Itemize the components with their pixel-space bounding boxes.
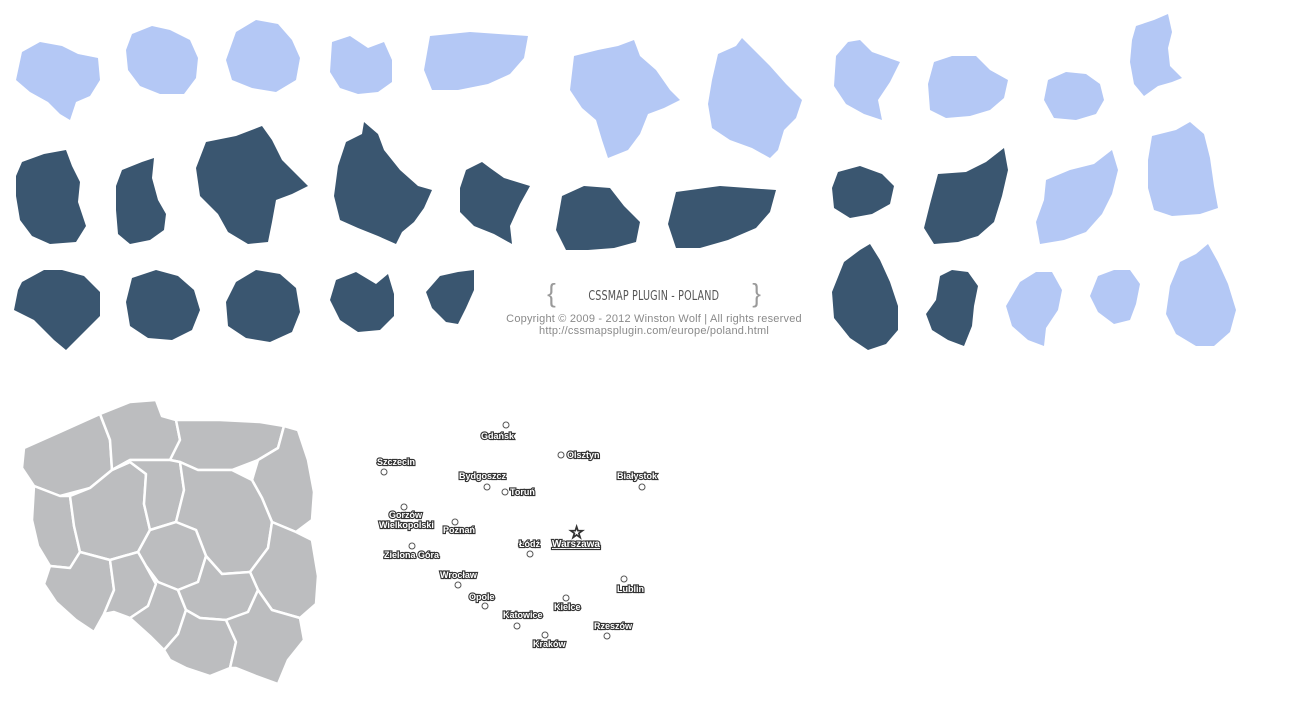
- region-sprite[interactable]: [196, 126, 308, 244]
- region-sprite[interactable]: [226, 20, 300, 92]
- poland-map: [20, 398, 320, 686]
- city-label[interactable]: Rzeszów: [593, 620, 634, 632]
- region-sprite[interactable]: [126, 270, 200, 340]
- city-label[interactable]: Białystok: [616, 470, 659, 482]
- city-label[interactable]: Olsztyn: [566, 449, 601, 461]
- city-label[interactable]: Zielona Góra: [383, 549, 441, 561]
- region-sprite[interactable]: [928, 56, 1008, 118]
- city-dot[interactable]: [526, 550, 534, 558]
- city-dot[interactable]: [638, 483, 646, 491]
- region-sprite[interactable]: [1044, 72, 1104, 120]
- city-label[interactable]: Gdańsk: [480, 430, 516, 442]
- region-row-3: [14, 244, 1236, 350]
- region-sprite[interactable]: [426, 270, 474, 324]
- city-dot[interactable]: [603, 632, 611, 640]
- city-label[interactable]: Szczecin: [376, 456, 416, 468]
- region-sprite[interactable]: [16, 42, 100, 120]
- city-dot[interactable]: [481, 602, 489, 610]
- region-row-2: [16, 122, 1218, 250]
- region-sprite[interactable]: [126, 26, 198, 94]
- city-dot[interactable]: [451, 518, 459, 526]
- region-sprite[interactable]: [832, 166, 894, 218]
- region-sprite[interactable]: [556, 186, 640, 250]
- city-dot[interactable]: [400, 503, 408, 511]
- plugin-caption: { CSSMAP PLUGIN - POLAND } Copyright © 2…: [480, 278, 828, 337]
- region-sprite[interactable]: [832, 244, 898, 350]
- region-sprite[interactable]: [668, 186, 776, 248]
- map-region-podkarpackie[interactable]: [224, 588, 306, 686]
- plugin-title: CSSMAP PLUGIN - POLAND: [588, 288, 720, 304]
- city-markers: Gdańsk Olsztyn Szczecin Bydgoszcz Toruń …: [376, 421, 659, 650]
- region-sprite[interactable]: [708, 38, 802, 158]
- city-label[interactable]: Opole: [468, 591, 496, 603]
- region-sprite[interactable]: [1148, 122, 1218, 216]
- city-dot[interactable]: [408, 542, 416, 550]
- city-dot[interactable]: [513, 622, 521, 630]
- plugin-url-link[interactable]: http://cssmapsplugin.com/europe/poland.h…: [539, 325, 769, 337]
- city-dot[interactable]: [502, 421, 510, 429]
- city-label[interactable]: Kraków: [532, 638, 568, 650]
- region-sprite[interactable]: [1130, 14, 1182, 96]
- copyright-text: Copyright © 2009 - 2012 Winston Wolf | A…: [506, 313, 802, 325]
- capital-star-icon: ☆: [569, 523, 584, 542]
- region-sprite[interactable]: [424, 32, 528, 90]
- city-dot[interactable]: [541, 631, 549, 639]
- city-label[interactable]: Gorzów: [388, 509, 424, 521]
- region-sprite[interactable]: [834, 40, 900, 120]
- region-sprite[interactable]: [1006, 272, 1062, 346]
- city-label[interactable]: Wielkopolski: [378, 519, 435, 531]
- region-sprite[interactable]: [16, 150, 86, 244]
- plugin-title-row: { CSSMAP PLUGIN - POLAND }: [480, 278, 828, 311]
- region-sprite[interactable]: [926, 270, 978, 346]
- region-sprite[interactable]: [1036, 150, 1118, 244]
- city-dot[interactable]: [454, 581, 462, 589]
- light-region-row-1: [16, 14, 1182, 158]
- map-region-warminsko-mazurskie[interactable]: [168, 418, 286, 472]
- city-label[interactable]: Wrocław: [439, 569, 479, 581]
- region-sprite[interactable]: [330, 36, 392, 94]
- city-label[interactable]: Bydgoszcz: [458, 470, 508, 482]
- capital-label[interactable]: Warszawa: [551, 538, 602, 551]
- city-dot[interactable]: [380, 468, 388, 476]
- region-sprite[interactable]: [14, 270, 100, 350]
- city-label[interactable]: Lublin: [616, 583, 645, 595]
- city-dot[interactable]: [557, 451, 565, 459]
- region-sprite[interactable]: [330, 272, 394, 332]
- city-label[interactable]: Kielce: [553, 601, 582, 613]
- city-label[interactable]: Poznań: [442, 524, 476, 536]
- region-sprite[interactable]: [1090, 270, 1140, 324]
- region-sprite[interactable]: [1166, 244, 1236, 346]
- region-sprite[interactable]: [924, 148, 1008, 244]
- city-dot[interactable]: [620, 575, 628, 583]
- left-brace-icon: {: [547, 278, 556, 308]
- city-dot[interactable]: [562, 594, 570, 602]
- city-label[interactable]: Toruń: [509, 486, 536, 498]
- city-label[interactable]: Katowice: [502, 609, 544, 621]
- region-sprite[interactable]: [226, 270, 300, 342]
- region-sprite[interactable]: [334, 122, 432, 244]
- region-sprite[interactable]: [460, 162, 530, 244]
- right-brace-icon: }: [752, 278, 761, 308]
- city-dot[interactable]: [501, 488, 509, 496]
- region-sprite[interactable]: [570, 40, 680, 158]
- city-label[interactable]: Łódź: [518, 538, 542, 550]
- region-sprite[interactable]: [116, 158, 166, 244]
- city-dot[interactable]: [483, 483, 491, 491]
